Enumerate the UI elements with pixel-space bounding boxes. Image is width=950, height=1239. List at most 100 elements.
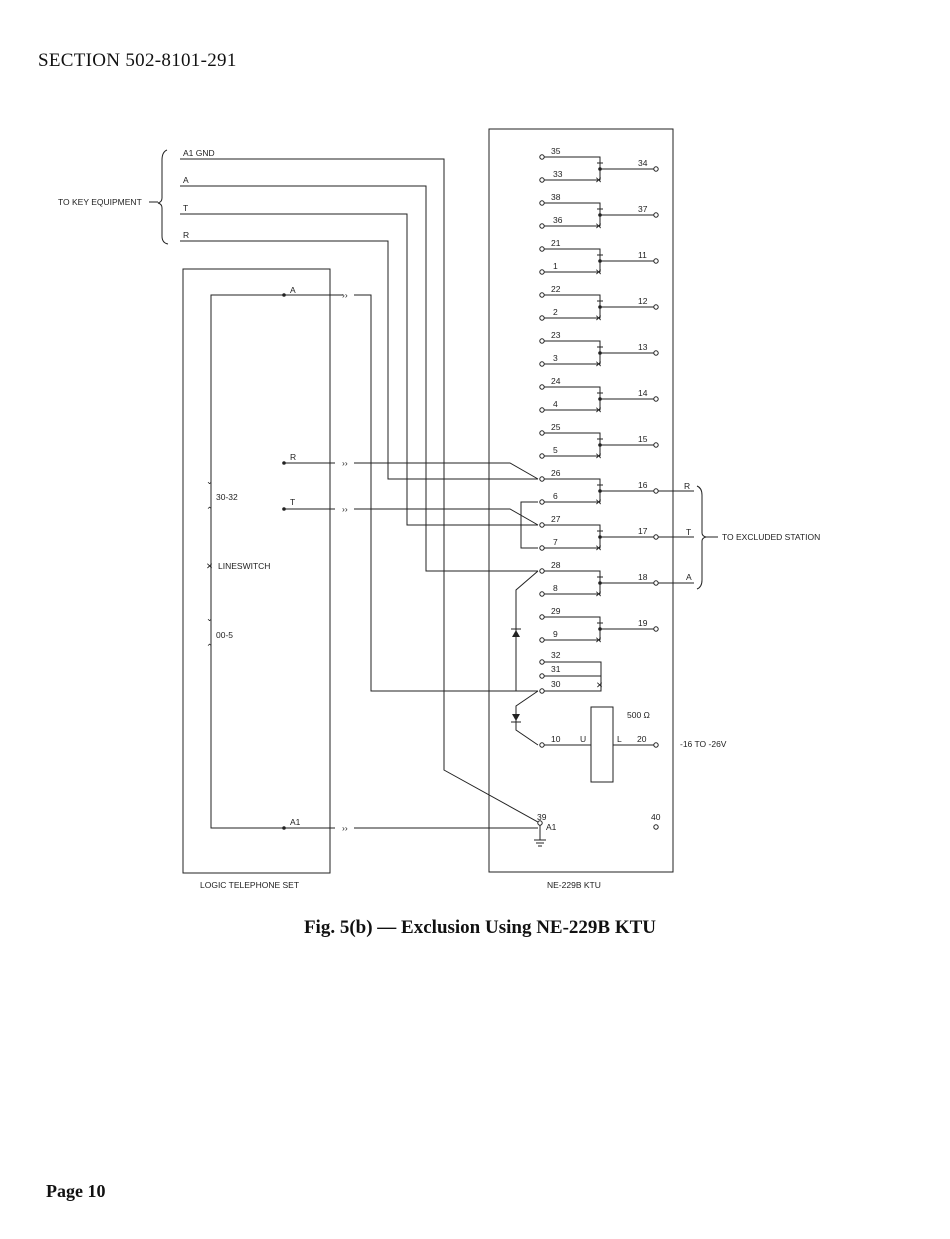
terminal-39-label: 39 — [537, 812, 547, 822]
set-a-to-30 — [354, 294, 538, 692]
terminal-30-contact-mark: ✕ — [596, 680, 603, 690]
terminal-5-label: 5 — [553, 445, 558, 455]
contact-break-mark: ✕ — [595, 635, 602, 645]
terminal-24-label: 24 — [551, 376, 561, 386]
terminal-36-label: 36 — [553, 215, 563, 225]
contact-break-upper: ⌄ — [206, 476, 213, 486]
relay-u-label: U — [580, 734, 586, 744]
terminal-21 — [539, 246, 545, 252]
lineswitch-label: LINESWITCH — [218, 561, 270, 571]
ktu-unit: NE-229B KTU ✕353334✕383637✕21111✕22212✕2… — [488, 128, 727, 890]
terminal-37 — [653, 212, 659, 218]
set-to-ktu-wiring: ›› ›› ›› ›› — [284, 290, 539, 833]
terminal-33 — [539, 177, 545, 183]
terminal-9 — [539, 637, 545, 643]
t-wire — [180, 213, 538, 526]
excluded-lead-a: A — [686, 572, 692, 582]
contact-30-32-label: 30-32 — [216, 492, 238, 502]
terminal-20 — [653, 742, 659, 748]
diode-path-28-30 — [515, 570, 539, 692]
terminal-21-label: 21 — [551, 238, 561, 248]
logic-set-box — [182, 268, 331, 874]
contact-break-mark: ✕ — [595, 359, 602, 369]
terminal-23-label: 23 — [551, 330, 561, 340]
terminal-19 — [653, 626, 659, 632]
terminal-4 — [539, 407, 545, 413]
diode-upper — [512, 630, 520, 637]
terminal-12-label: 12 — [638, 296, 648, 306]
excluded-lead-t: T — [686, 527, 691, 537]
terminal-30 — [539, 688, 545, 694]
ktu-box — [488, 128, 674, 873]
key-equipment-brace — [157, 149, 169, 245]
contact-00-5-label: 00-5 — [216, 630, 233, 640]
plug-arrow-a1: ›› — [342, 823, 348, 833]
lead-t-label: T — [183, 203, 188, 213]
terminal-16-label: 16 — [638, 480, 648, 490]
terminal-6 — [539, 499, 545, 505]
terminal-5 — [539, 453, 545, 459]
supply-label: -16 TO -26V — [680, 739, 727, 749]
terminal-13 — [653, 350, 659, 356]
set-lead-t: T — [290, 497, 295, 507]
a-wire — [180, 185, 538, 572]
terminal-7 — [539, 545, 545, 551]
excluded-station-group: R T A TO EXCLUDED STATION — [658, 481, 820, 590]
terminal-38-label: 38 — [551, 192, 561, 202]
terminal-30-label: 30 — [551, 679, 561, 689]
terminal-3-label: 3 — [553, 353, 558, 363]
terminal-36 — [539, 223, 545, 229]
logic-set-loop — [210, 294, 284, 829]
terminal-10-label: 10 — [551, 734, 561, 744]
terminal-27-label: 27 — [551, 514, 561, 524]
contact-break-mark: ✕ — [595, 451, 602, 461]
terminal-26 — [539, 476, 545, 482]
terminal-39 — [537, 820, 543, 826]
terminal-37-label: 37 — [638, 204, 648, 214]
terminal-8 — [539, 591, 545, 597]
terminal-10 — [539, 742, 545, 748]
contact-armature-dot — [598, 581, 602, 585]
terminal-26-label: 26 — [551, 468, 561, 478]
relay-coil — [590, 706, 614, 783]
lineswitch-contact-mark: ✕ — [206, 561, 213, 571]
terminal-11-label: 11 — [638, 250, 647, 260]
contact-armature-dot — [598, 167, 602, 171]
terminal-2 — [539, 315, 545, 321]
terminal-1-label: 1 — [553, 261, 558, 271]
terminal-7-label: 7 — [553, 537, 558, 547]
terminal-6-label: 6 — [553, 491, 558, 501]
key-equipment-label: TO KEY EQUIPMENT — [58, 197, 142, 207]
terminal-3 — [539, 361, 545, 367]
contact-make-upper: ⌃ — [206, 505, 213, 515]
contact-armature-dot — [598, 397, 602, 401]
set-r-to-26 — [354, 462, 539, 480]
terminal-17 — [653, 534, 659, 540]
terminal-1 — [539, 269, 545, 275]
terminal-18 — [653, 580, 659, 586]
terminal-24 — [539, 384, 545, 390]
plug-arrow-t: ›› — [342, 504, 348, 514]
relay-l-label: L — [617, 734, 622, 744]
contact-break-mark: ✕ — [595, 313, 602, 323]
terminal-32 — [539, 659, 545, 665]
logic-telephone-set: LOGIC TELEPHONE SET A R T A1 ⌄ ⌃ 30-32 ✕… — [182, 268, 335, 890]
terminal-25-label: 25 — [551, 422, 561, 432]
terminal-18-label: 18 — [638, 572, 648, 582]
terminal-35-label: 35 — [551, 146, 561, 156]
relay-resistance-label: 500 Ω — [627, 710, 650, 720]
terminal-27 — [539, 522, 545, 528]
terminal-23 — [539, 338, 545, 344]
terminal-35 — [539, 154, 545, 160]
terminal-2-label: 2 — [553, 307, 558, 317]
contact-break-mark: ✕ — [595, 221, 602, 231]
terminal-34-label: 34 — [638, 158, 648, 168]
terminal-12 — [653, 304, 659, 310]
contact-make-lower: ⌃ — [206, 642, 213, 652]
contact-armature-dot — [598, 489, 602, 493]
terminal-17-label: 17 — [638, 526, 648, 536]
terminal-19-label: 19 — [638, 618, 648, 628]
lead-a1-gnd-label: A1 GND — [183, 148, 215, 158]
